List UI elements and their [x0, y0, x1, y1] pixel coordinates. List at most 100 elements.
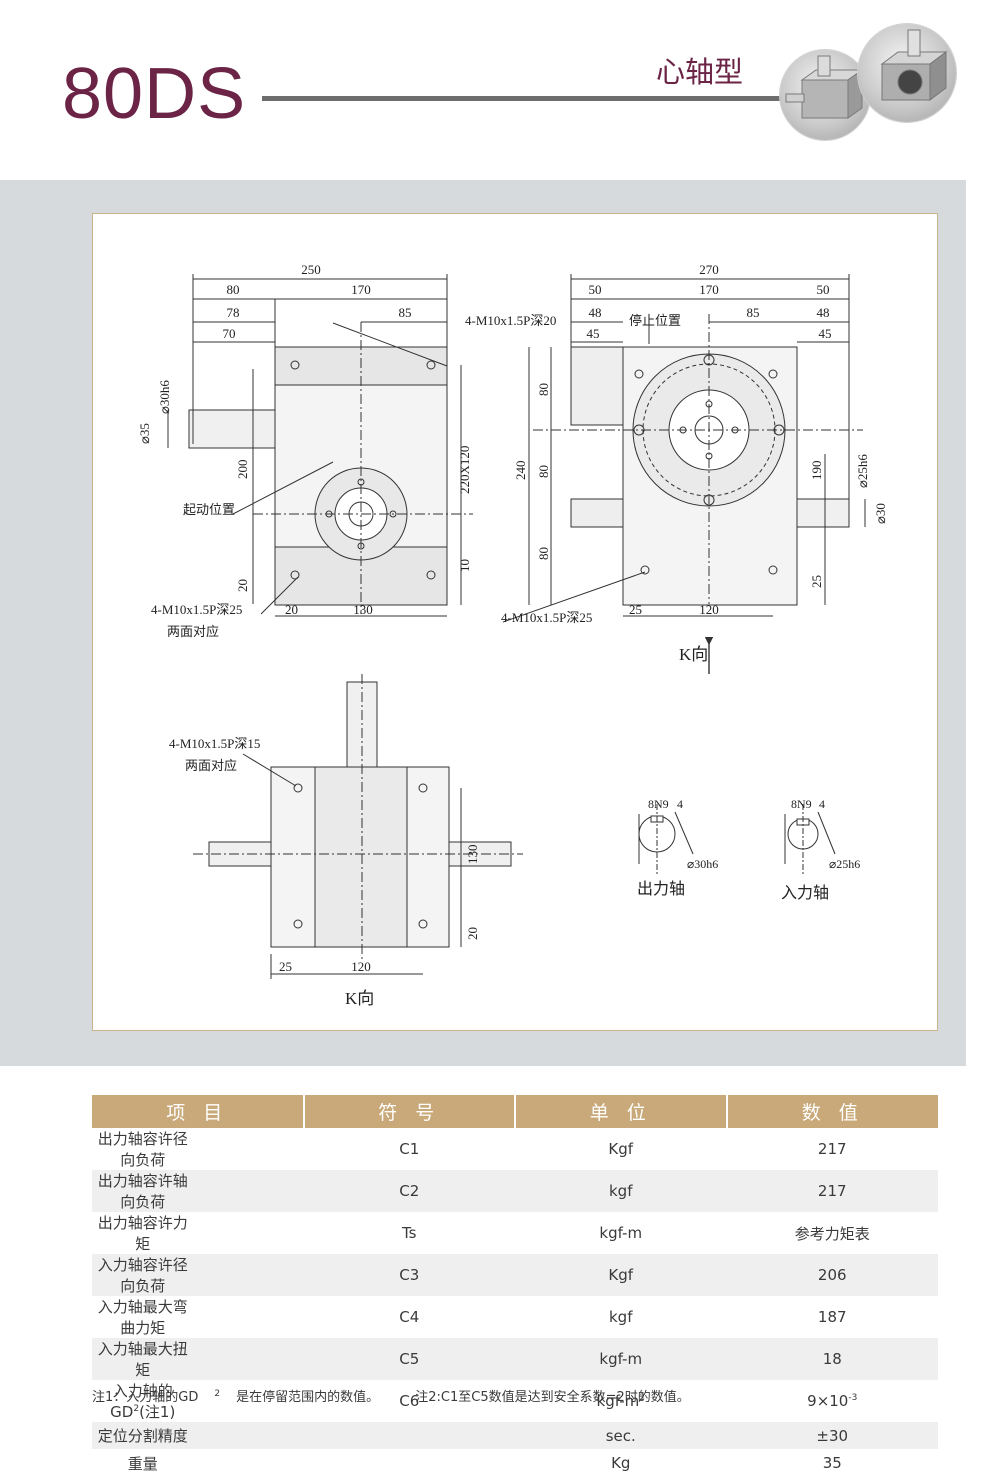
svg-text:130: 130 [353, 602, 373, 617]
cell-unit: kgf [609, 1308, 633, 1326]
footnote-2: 注2:C1至C5数值是达到安全系数=2时的数值。 [415, 1390, 690, 1405]
svg-text:⌀35: ⌀35 [137, 423, 152, 444]
svg-text:25: 25 [279, 959, 292, 974]
svg-text:80: 80 [536, 465, 551, 478]
table-row: 重量 Kg 35 [92, 1449, 938, 1476]
svg-text:85: 85 [399, 305, 412, 320]
svg-text:25: 25 [629, 602, 642, 617]
side-labels: 270 50 170 50 48 85 48 45 45 停止位置 80 240… [501, 262, 888, 664]
type-label: 心轴型 [656, 55, 744, 89]
side-view [502, 274, 866, 674]
product-photo-angle [858, 24, 956, 122]
header-unit: 单 位 [514, 1095, 727, 1128]
svg-text:入力轴: 入力轴 [781, 884, 829, 902]
cell-symbol: C4 [399, 1308, 420, 1326]
front-labels: 250 80 170 78 85 70 4-M10x1.5P深20 ⌀30h6 … [137, 262, 556, 639]
table-row: 入力轴最大扭矩 C5 kgf-m 18 [92, 1338, 938, 1380]
svg-text:8N9: 8N9 [648, 797, 669, 811]
cell-value: 187 [817, 1308, 847, 1326]
cell-value: 35 [822, 1454, 842, 1473]
svg-text:20: 20 [235, 579, 250, 592]
svg-text:10: 10 [457, 559, 472, 572]
svg-text:4-M10x1.5P深15: 4-M10x1.5P深15 [169, 736, 260, 751]
svg-text:170: 170 [699, 282, 719, 297]
svg-text:250: 250 [301, 262, 321, 277]
svg-text:120: 120 [699, 602, 719, 617]
cell-item: 入力轴最大弯曲力矩 [97, 1298, 188, 1337]
cell-value: 217 [726, 1170, 938, 1212]
svg-text:20: 20 [285, 602, 298, 617]
svg-text:130: 130 [465, 845, 480, 865]
svg-text:25: 25 [809, 575, 824, 588]
cell-symbol: Ts [402, 1224, 417, 1242]
header-value: 数 值 [725, 1095, 938, 1128]
svg-text:45: 45 [819, 326, 832, 341]
svg-text:120: 120 [351, 959, 371, 974]
svg-text:4-M10x1.5P深20: 4-M10x1.5P深20 [465, 313, 556, 328]
svg-text:200: 200 [235, 460, 250, 480]
svg-text:220X120: 220X120 [457, 446, 472, 494]
cell-unit: Kgf [608, 1140, 634, 1158]
svg-text:4: 4 [819, 797, 825, 811]
svg-text:48: 48 [817, 305, 830, 320]
svg-text:两面对应: 两面对应 [167, 624, 219, 639]
svg-text:70: 70 [223, 326, 236, 341]
cell-item: 定位分割精度 [92, 1422, 304, 1450]
cell-value: 217 [817, 1140, 847, 1158]
cell-item: 出力轴容许力矩 [97, 1214, 188, 1253]
svg-text:48: 48 [589, 305, 602, 320]
spec-table: 项 目 符 号 单 位 数 值 出力轴容许径向负荷 C1 Kgf 217 出力轴… [92, 1095, 938, 1477]
svg-text:K向: K向 [679, 645, 708, 664]
svg-text:85: 85 [747, 305, 760, 320]
svg-text:⌀30h6: ⌀30h6 [157, 380, 172, 414]
svg-text:两面对应: 两面对应 [185, 758, 237, 773]
header-symbol: 符 号 [302, 1095, 515, 1128]
svg-text:80: 80 [536, 547, 551, 560]
keyway-labels: 8N9 4 ⌀30h6 出力轴 8N9 4 ⌀25h6 入力轴 [637, 797, 860, 902]
cell-symbol: C3 [303, 1254, 515, 1296]
svg-text:190: 190 [809, 461, 824, 481]
cell-unit: kgf-m [599, 1224, 643, 1242]
table-row: 入力轴容许径向负荷 C3 Kgf 206 [92, 1254, 938, 1296]
cell-value: 9×10-3 [807, 1392, 858, 1410]
svg-text:⌀25h6: ⌀25h6 [829, 857, 860, 871]
cell-symbol [304, 1449, 516, 1476]
table-header: 项 目 符 号 单 位 数 值 [92, 1095, 938, 1128]
technical-drawing: 250 80 170 78 85 70 4-M10x1.5P深20 ⌀30h6 … [92, 213, 938, 1031]
svg-text:4-M10x1.5P深25: 4-M10x1.5P深25 [151, 602, 242, 617]
cell-item: 入力轴容许径向负荷 [92, 1254, 304, 1296]
cell-unit: Kgf [515, 1254, 727, 1296]
svg-text:⌀30: ⌀30 [873, 503, 888, 524]
table-row: 出力轴容许力矩 Ts kgf-m 参考力矩表 [92, 1212, 938, 1254]
cell-symbol [303, 1422, 515, 1450]
cell-item: 出力轴容许径向负荷 [97, 1130, 188, 1169]
svg-text:起动位置: 起动位置 [183, 502, 235, 517]
keyway-details [638, 804, 836, 874]
svg-text:45: 45 [587, 326, 600, 341]
model-title: 80DS [62, 54, 247, 134]
svg-text:K向: K向 [345, 989, 374, 1008]
svg-text:50: 50 [589, 282, 602, 297]
cell-value: 参考力矩表 [794, 1224, 870, 1243]
cell-symbol: C2 [303, 1170, 515, 1212]
k-labels: 4-M10x1.5P深15 两面对应 130 20 25 120 K向 [169, 736, 480, 1008]
cell-unit: kgf [515, 1170, 727, 1212]
svg-text:80: 80 [536, 383, 551, 396]
cell-value: 18 [726, 1338, 938, 1380]
svg-text:⌀25h6: ⌀25h6 [855, 454, 870, 488]
svg-text:出力轴: 出力轴 [637, 880, 685, 898]
svg-text:4: 4 [677, 797, 683, 811]
cell-symbol: C1 [399, 1140, 420, 1158]
table-row: 出力轴容许轴向负荷 C2 kgf 217 [92, 1170, 938, 1212]
cell-item: 出力轴容许轴向负荷 [92, 1170, 304, 1212]
cell-unit: kgf-m [515, 1338, 727, 1380]
header-item: 项 目 [92, 1095, 304, 1128]
cell-symbol: C6 [399, 1392, 420, 1410]
title-rule [262, 96, 782, 101]
svg-text:50: 50 [817, 282, 830, 297]
cell-symbol: C5 [303, 1338, 515, 1380]
cell-value: ±30 [726, 1422, 938, 1450]
cell-unit: kgf-m2 [596, 1392, 645, 1410]
cell-unit: sec. [515, 1422, 727, 1450]
